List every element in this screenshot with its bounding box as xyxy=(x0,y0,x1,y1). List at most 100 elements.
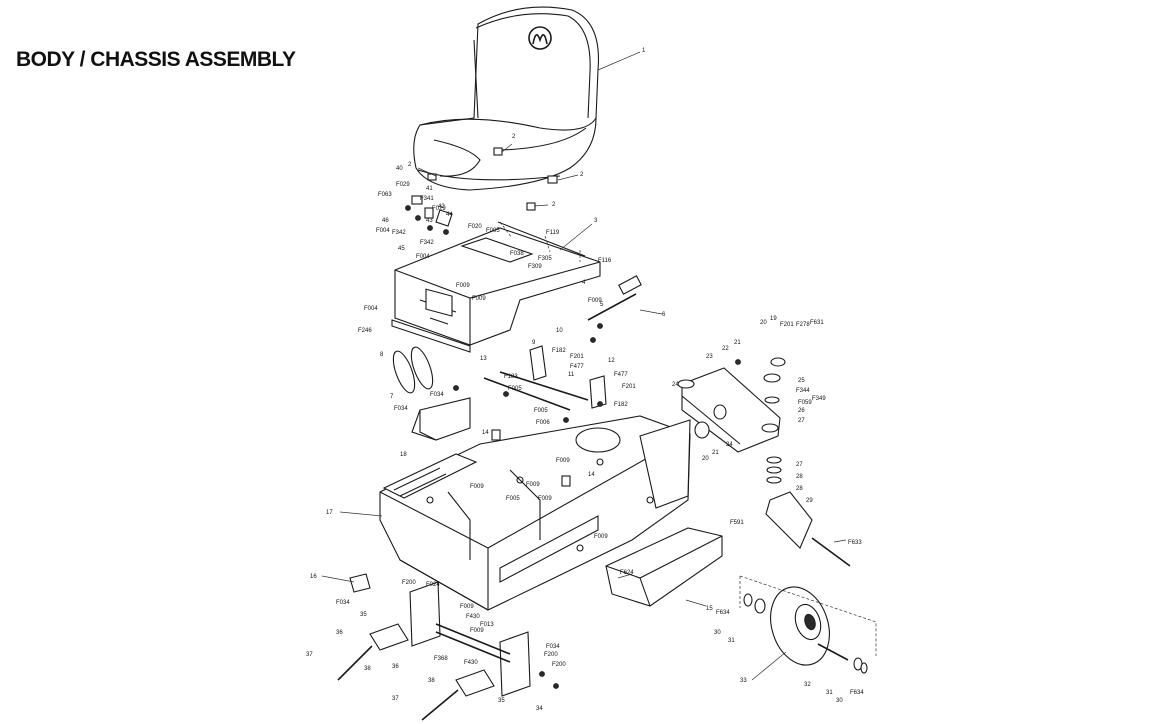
callout-label: F009 xyxy=(588,298,602,304)
page-title: BODY / CHASSIS ASSEMBLY xyxy=(16,48,296,71)
callout-label: 21 xyxy=(734,340,741,346)
callout-label: F004 xyxy=(364,306,378,312)
bracket-18 xyxy=(411,397,471,441)
callout-label: 6 xyxy=(662,312,666,318)
callout-label: F063 xyxy=(378,192,392,198)
callout-label: 38 xyxy=(364,666,371,672)
storage-tray xyxy=(605,527,723,607)
callout-label: F034 xyxy=(430,392,444,398)
callout-label: F201 xyxy=(570,354,584,360)
callout-label: 23 xyxy=(706,354,713,360)
callout-label: 20 xyxy=(760,320,767,326)
callout-label: 27 xyxy=(796,462,803,468)
callout-label: F009 xyxy=(526,482,540,488)
callout-label: 13 xyxy=(480,356,487,362)
small-hardware xyxy=(453,359,741,689)
callout-label: F305 xyxy=(538,256,552,262)
callout-label: 2 xyxy=(408,162,412,168)
leader-lines xyxy=(321,51,847,681)
callout-label: 31 xyxy=(826,690,833,696)
callout-label: F029 xyxy=(396,182,410,188)
callout-label: 24 xyxy=(672,382,679,388)
callout-label: F182 xyxy=(614,402,628,408)
latch-strips xyxy=(391,319,471,394)
callout-label: 44 xyxy=(446,212,453,218)
callout-label: 18 xyxy=(400,452,407,458)
callout-label: 9 xyxy=(532,340,536,346)
callout-label: 17 xyxy=(326,510,333,516)
callout-label: F182 xyxy=(552,348,566,354)
callout-label: 46 xyxy=(382,218,389,224)
frame-holes xyxy=(426,458,654,552)
callout-label: 29 xyxy=(806,498,813,504)
callout-label: 19 xyxy=(770,316,777,322)
seat-latch-hardware xyxy=(405,195,453,235)
callout-label: F342 xyxy=(420,240,434,246)
callout-label: F633 xyxy=(848,540,862,546)
callout-label: F201 xyxy=(780,322,794,328)
callout-label: 7 xyxy=(390,394,394,400)
callout-label: 2 xyxy=(512,134,516,140)
callout-label: F009 xyxy=(470,628,484,634)
callout-label: 26 xyxy=(798,408,805,414)
callout-label: 36 xyxy=(336,630,343,636)
callout-label: 5 xyxy=(600,302,604,308)
callout-label: F005 xyxy=(508,386,522,392)
callout-label: F344 xyxy=(796,388,810,394)
part-callouts: 1 2 2 2 2 3 40 F029 41 F063 F341 42 44 F… xyxy=(306,48,864,712)
callout-label: F029 xyxy=(432,206,446,212)
callout-label: 8 xyxy=(380,352,384,358)
callout-label: F368 xyxy=(434,656,448,662)
callout-label: 30 xyxy=(714,630,721,636)
callout-label: 35 xyxy=(498,698,505,704)
callout-label: 16 xyxy=(310,574,317,580)
callout-label: F183 xyxy=(504,374,518,380)
callout-label: 33 xyxy=(740,678,747,684)
callout-label: F309 xyxy=(528,264,542,270)
callout-label: F278 xyxy=(796,322,810,328)
callout-label: 37 xyxy=(392,696,399,702)
callout-label: 42 xyxy=(438,204,445,210)
callout-label: F631 xyxy=(810,320,824,326)
linkage xyxy=(483,345,607,411)
callout-label: F009 xyxy=(456,283,470,289)
seat-bumper xyxy=(427,147,558,211)
callout-label: 38 xyxy=(428,678,435,684)
callout-label: F591 xyxy=(730,520,744,526)
callout-label: 34 xyxy=(536,706,543,712)
callout-label: 28 xyxy=(796,486,803,492)
callout-label: 12 xyxy=(608,358,615,364)
callout-label: F116 xyxy=(598,258,612,264)
callout-label: F200 xyxy=(402,580,416,586)
callout-label: F005 xyxy=(486,228,500,234)
callout-label: 41 xyxy=(426,186,433,192)
callout-label: F006 xyxy=(536,420,550,426)
callout-label: F004 xyxy=(416,254,430,260)
callout-label: F341 xyxy=(420,196,434,202)
callout-label: 11 xyxy=(568,372,575,378)
callout-label: F200 xyxy=(544,652,558,658)
callout-label: F005 xyxy=(534,408,548,414)
support-rod xyxy=(587,275,642,343)
callout-label: 14 xyxy=(588,472,595,478)
callout-label: F020 xyxy=(468,224,482,230)
callout-label: 28 xyxy=(796,474,803,480)
callout-label: 32 xyxy=(804,682,811,688)
callout-label: F009 xyxy=(470,484,484,490)
callout-label: F009 xyxy=(460,604,474,610)
callout-label: F634 xyxy=(850,690,864,696)
caster-wheel xyxy=(739,575,877,674)
callout-label: 14 xyxy=(482,430,489,436)
callout-label: F034 xyxy=(546,644,560,650)
caster-assembly xyxy=(677,357,851,567)
hinge-plates xyxy=(337,573,531,721)
callout-label: F005 xyxy=(506,496,520,502)
callout-label: F034 xyxy=(394,406,408,412)
callout-label: 10 xyxy=(556,328,563,334)
callout-label: 22 xyxy=(722,346,729,352)
callout-label: F038 xyxy=(510,251,524,257)
callout-label: F009 xyxy=(538,496,552,502)
callout-label: 31 xyxy=(728,638,735,644)
callout-label: F119 xyxy=(546,230,560,236)
